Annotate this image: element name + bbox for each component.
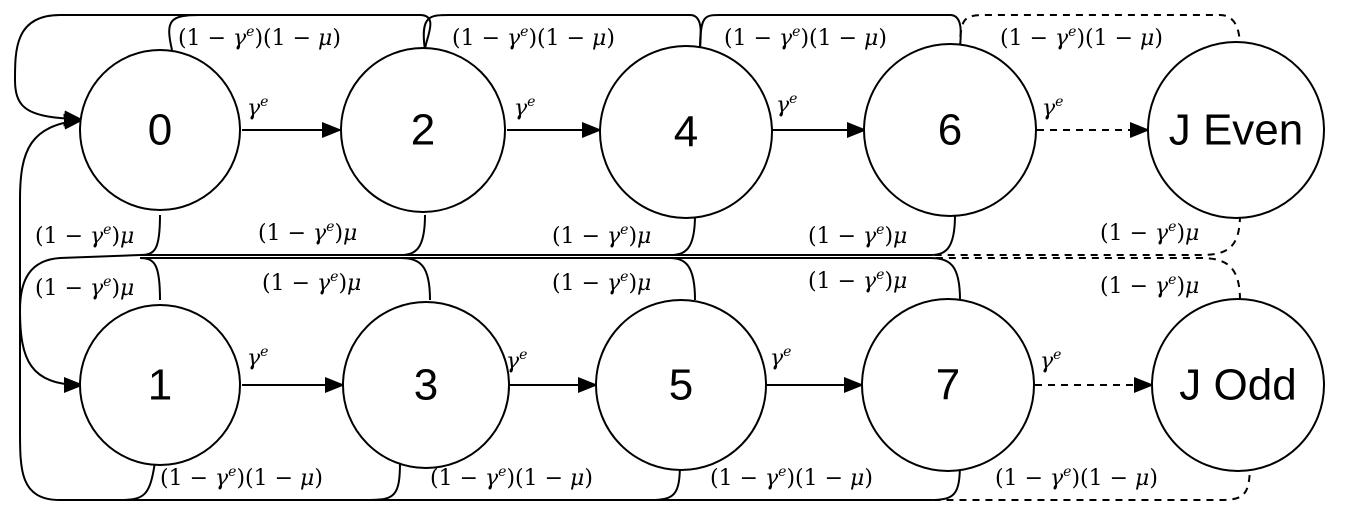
stay-prob-label-8: (1 − γe)(1 − μ) [178,24,341,51]
switch-prob-label-19: (1 − γe)μ [808,222,907,249]
gamma-label-4: γe [247,344,268,371]
state-4: 4 [599,45,773,219]
edge-labels: γe γe γe γe γe γe γe γe (1 − γe)(1 − μ) (1 − γe)(… [35,24,1199,491]
switch-prob-label-16: (1 − γe)μ [35,222,134,249]
stay-prob-label-14: (1 − γe)(1 − μ) [710,464,873,491]
gamma-label-0: γe [247,94,268,121]
state-j-even: J Even [1147,41,1325,219]
gamma-label-2: γe [776,91,797,118]
state-5-label: 5 [669,361,693,410]
stay-prob-label-9: (1 − γe)(1 − μ) [452,24,615,51]
switch-prob-label-20: (1 − γe)μ [1100,219,1199,246]
gamma-label-1: γe [514,94,535,121]
state-3: 3 [342,301,510,469]
switch-prob-label-17: (1 − γe)μ [258,219,357,246]
switch-prob-label-18: (1 − γe)μ [552,222,651,249]
state-j-odd-label: J Odd [1179,361,1296,410]
switch-prob-label-24: (1 − γe)μ [808,267,907,294]
state-j-even-label: J Even [1169,106,1304,155]
forward-edges [242,122,1154,393]
state-0: 0 [79,49,241,211]
stay-prob-label-12: (1 − γe)(1 − μ) [160,464,323,491]
top-reset-edges [13,14,1241,127]
gamma-label-6: γe [770,344,791,371]
gamma-label-5: γe [506,347,527,374]
stay-prob-label-11: (1 − γe)(1 − μ) [1000,24,1163,51]
state-7: 7 [861,298,1035,472]
state-1-label: 1 [148,361,172,410]
state-2-label: 2 [411,106,435,155]
state-j-odd: J Odd [1151,298,1325,472]
state-6: 6 [863,43,1037,217]
switch-prob-label-25: (1 − γe)μ [1100,272,1199,299]
switch-prob-label-23: (1 − γe)μ [552,269,651,296]
stay-prob-label-15: (1 − γe)(1 − μ) [995,464,1158,491]
stay-prob-label-10: (1 − γe)(1 − μ) [724,24,887,51]
state-5: 5 [595,299,767,471]
state-3-label: 3 [414,361,438,410]
state-2: 2 [340,47,506,213]
gamma-label-3: γe [1042,94,1063,121]
switch-prob-label-21: (1 − γe)μ [35,274,134,301]
bottom-reset-edges [19,113,1251,501]
switch-prob-label-22: (1 − γe)μ [262,269,361,296]
state-1: 1 [79,304,241,466]
state-0-label: 0 [148,106,172,155]
state-4-label: 4 [674,108,698,157]
state-7-label: 7 [936,361,960,410]
switch-edges [18,214,1241,393]
stay-prob-label-13: (1 − γe)(1 − μ) [430,464,593,491]
state-6-label: 6 [938,106,962,155]
gamma-label-7: γe [1040,347,1061,374]
